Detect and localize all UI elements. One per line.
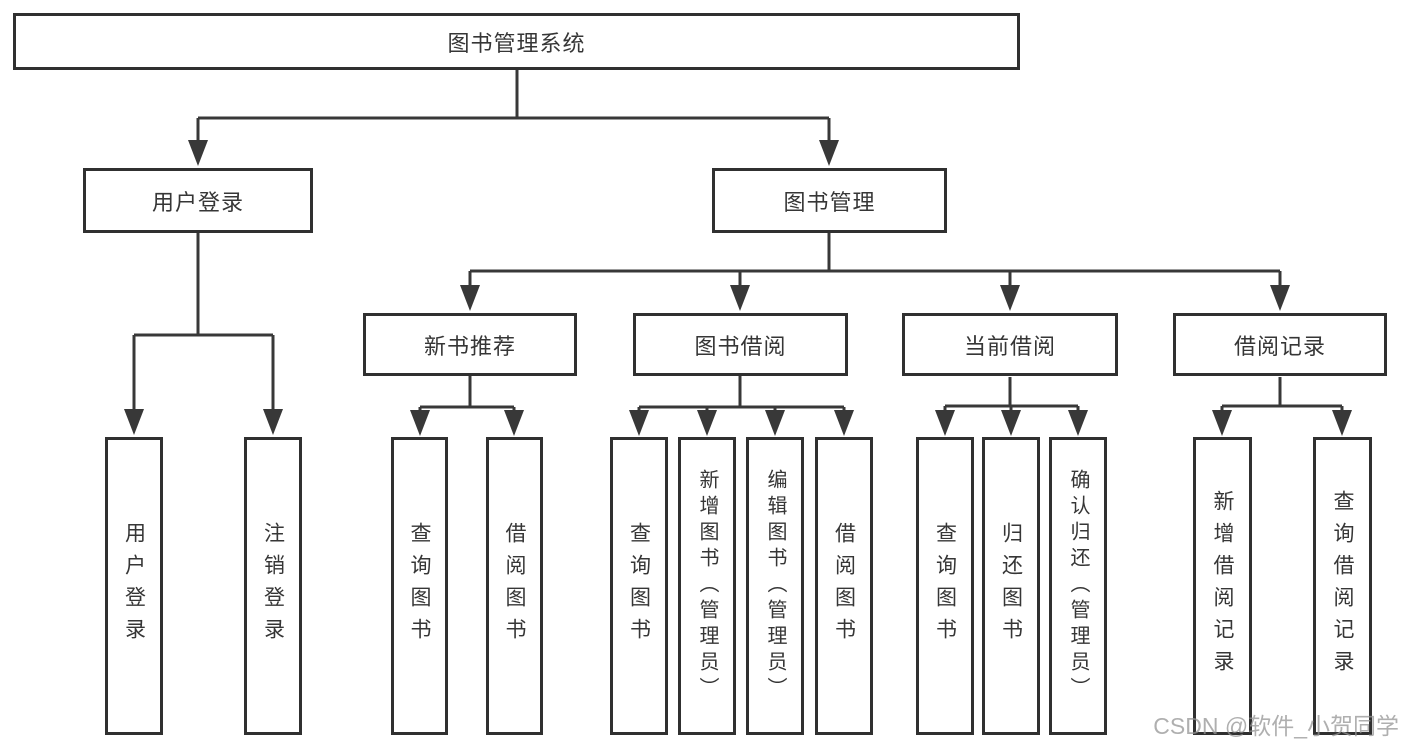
leaf-query-borrow-record-label: 查询借阅记录 — [1331, 490, 1354, 682]
node-current-borrowing-label: 当前借阅 — [963, 333, 1056, 359]
csdn-watermark: CSDN @软件_小贺同学 — [1153, 713, 1399, 739]
leaf-borrow-books-recommend-label: 借阅图书 — [503, 522, 526, 650]
leaf-add-book-admin-label: 新增图书（管理员） — [696, 469, 718, 703]
leaf-add-borrow-record-label: 新增借阅记录 — [1211, 490, 1234, 682]
leaf-return-book: 归还图书 — [982, 437, 1040, 735]
node-book-borrowing-label: 图书借阅 — [694, 333, 787, 359]
leaf-logout-label: 注销登录 — [261, 522, 285, 650]
leaf-edit-book-admin-label: 编辑图书（管理员） — [764, 469, 786, 703]
connector-lines — [132, 70, 1344, 412]
leaf-user-login: 用户登录 — [105, 437, 163, 735]
node-borrowing-records-label: 借阅记录 — [1233, 333, 1326, 359]
leaf-user-login-label: 用户登录 — [122, 522, 146, 650]
node-library-management-system-label: 图书管理系统 — [447, 30, 586, 56]
leaf-borrow-books-borrowing: 借阅图书 — [815, 437, 873, 735]
node-book-borrowing: 图书借阅 — [633, 313, 848, 376]
node-new-book-recommend-label: 新书推荐 — [423, 333, 516, 359]
leaf-borrow-books-recommend: 借阅图书 — [486, 437, 543, 735]
node-book-management-label: 图书管理 — [783, 189, 876, 215]
leaf-query-books-borrowing: 查询图书 — [610, 437, 668, 735]
leaf-logout: 注销登录 — [244, 437, 302, 735]
node-user-login: 用户登录 — [83, 168, 313, 233]
leaf-query-books-recommend-label: 查询图书 — [408, 522, 431, 650]
leaf-borrow-books-borrowing-label: 借阅图书 — [832, 522, 856, 650]
node-user-login-label: 用户登录 — [151, 189, 244, 215]
leaf-query-borrow-record: 查询借阅记录 — [1313, 437, 1372, 735]
leaf-edit-book-admin: 编辑图书（管理员） — [746, 437, 804, 735]
leaf-query-books-current: 查询图书 — [916, 437, 974, 735]
leaf-add-book-admin: 新增图书（管理员） — [678, 437, 736, 735]
node-borrowing-records: 借阅记录 — [1173, 313, 1387, 376]
node-current-borrowing: 当前借阅 — [902, 313, 1118, 376]
arrowheads — [124, 140, 1352, 436]
leaf-return-book-label: 归还图书 — [999, 522, 1023, 650]
leaf-confirm-return-admin-label: 确认归还（管理员） — [1067, 469, 1089, 703]
node-library-management-system: 图书管理系统 — [13, 13, 1020, 70]
leaf-query-books-current-label: 查询图书 — [933, 522, 957, 650]
leaf-query-books-borrowing-label: 查询图书 — [627, 522, 651, 650]
leaf-add-borrow-record: 新增借阅记录 — [1193, 437, 1252, 735]
leaf-confirm-return-admin: 确认归还（管理员） — [1049, 437, 1107, 735]
node-new-book-recommend: 新书推荐 — [363, 313, 577, 376]
node-book-management: 图书管理 — [712, 168, 947, 233]
leaf-query-books-recommend: 查询图书 — [391, 437, 448, 735]
